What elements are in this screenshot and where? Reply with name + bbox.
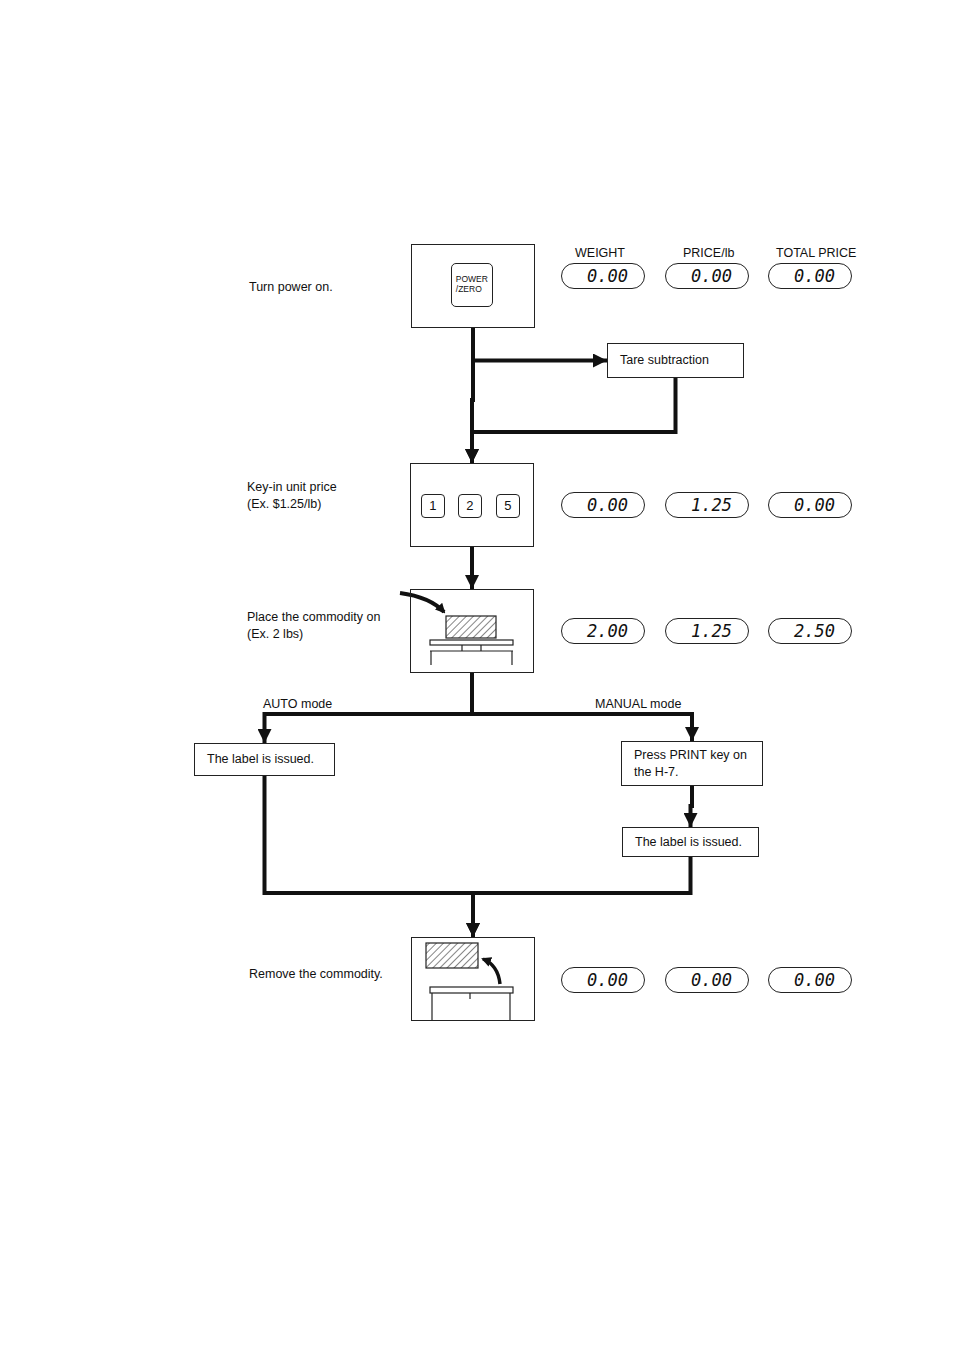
display-value: 0.00: [587, 970, 628, 990]
step-box: Key-in unit price (Ex. $1.25/lb)125: [410, 463, 534, 547]
display-window: 1.25: [665, 618, 749, 644]
display-window: 0.00: [561, 263, 645, 289]
display-window: 0.00: [768, 492, 852, 518]
display-window: 0.00: [561, 492, 645, 518]
display-window: 2.50: [768, 618, 852, 644]
display-value: 0.00: [691, 266, 732, 286]
process-box: The label is issued.: [194, 743, 335, 776]
display-value: 2.00: [587, 621, 628, 641]
flow-arrow: [691, 786, 693, 827]
step-caption: Place the commodity on (Ex. 2 lbs): [247, 609, 397, 643]
scale-remove: [426, 943, 513, 1021]
flow-arrow: [473, 328, 607, 361]
box-text: Press PRINT key on the H-7.: [634, 747, 750, 780]
box-text: 5: [504, 498, 511, 513]
step-caption: Turn power on.: [249, 279, 399, 296]
flow-arrow: [472, 673, 692, 741]
display-value: 1.25: [691, 495, 732, 515]
box-text: 1: [429, 498, 436, 513]
scale-place: [400, 593, 513, 665]
display-window: 0.00: [768, 967, 852, 993]
flow-arrow: [470, 547, 474, 589]
box-text: The label is issued.: [207, 751, 314, 767]
display-value: 2.50: [794, 621, 835, 641]
process-box: Press PRINT key on the H-7.: [621, 741, 763, 786]
box-text: The label is issued.: [635, 834, 742, 850]
process-box: Tare subtraction: [607, 343, 744, 378]
display-value: 0.00: [794, 266, 835, 286]
step-caption: Remove the commodity.: [249, 966, 399, 983]
number-key: 5: [496, 494, 520, 518]
step-box: Remove the commodity.: [411, 937, 535, 1021]
flow-arrow: [265, 776, 474, 937]
column-header: WEIGHT: [575, 246, 625, 260]
display-value: 0.00: [587, 495, 628, 515]
number-key: 2: [458, 494, 482, 518]
power-key: POWER /ZERO: [451, 263, 493, 307]
flow-arrow: [472, 378, 676, 463]
display-value: 0.00: [794, 970, 835, 990]
column-header: TOTAL PRICE: [776, 246, 856, 260]
step-box: Place the commodity on (Ex. 2 lbs): [410, 589, 534, 673]
display-window: 0.00: [665, 263, 749, 289]
box-text: 2: [466, 498, 473, 513]
display-window: 0.00: [768, 263, 852, 289]
branch-label: AUTO mode: [263, 697, 332, 711]
branch-label: MANUAL mode: [595, 697, 681, 711]
box-text: Tare subtraction: [620, 352, 709, 368]
step-caption: Key-in unit price (Ex. $1.25/lb): [247, 479, 355, 513]
number-key: 1: [421, 494, 445, 518]
display-window: 2.00: [561, 618, 645, 644]
flow-arrow: [472, 328, 473, 463]
display-window: 0.00: [561, 967, 645, 993]
display-value: 0.00: [794, 495, 835, 515]
display-value: 1.25: [691, 621, 732, 641]
flow-arrow: [473, 857, 691, 937]
column-header: PRICE/lb: [683, 246, 734, 260]
display-value: 0.00: [587, 266, 628, 286]
step-box: Turn power on.POWER /ZERO: [411, 244, 535, 328]
box-text: POWER /ZERO: [456, 275, 488, 294]
display-window: 0.00: [665, 967, 749, 993]
display-window: 1.25: [665, 492, 749, 518]
process-box: The label is issued.: [622, 827, 759, 857]
display-value: 0.00: [691, 970, 732, 990]
